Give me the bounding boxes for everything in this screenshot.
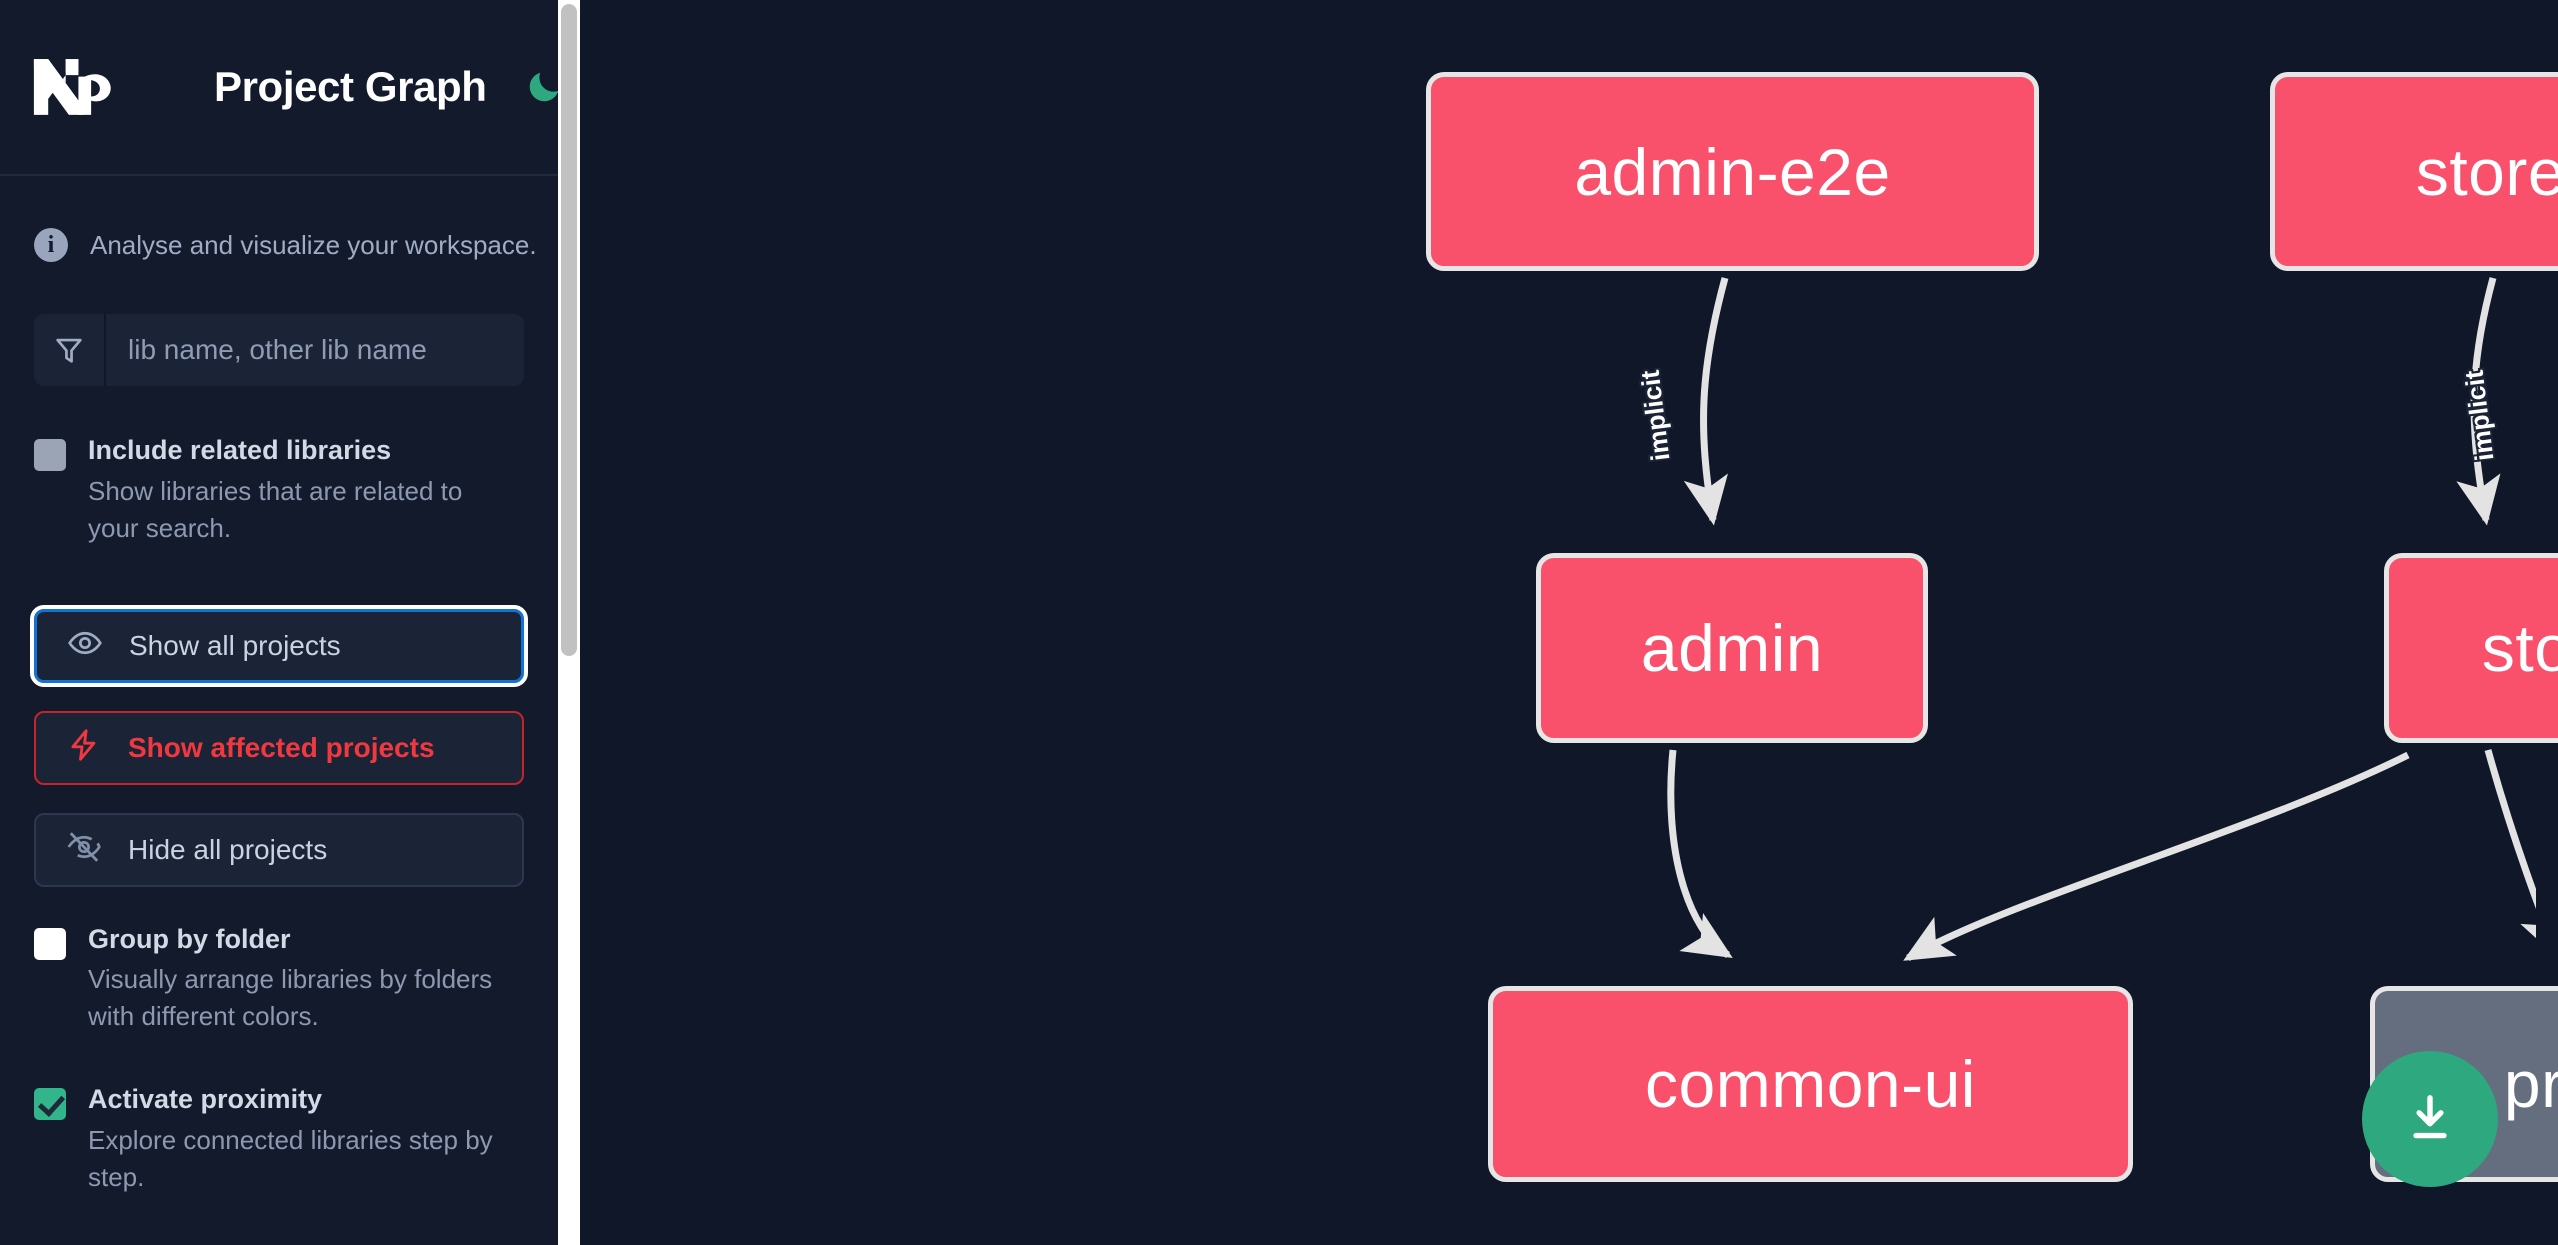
info-icon: i bbox=[34, 228, 68, 262]
checkbox-description: Show libraries that are related to your … bbox=[88, 475, 463, 543]
node-label: store bbox=[2481, 611, 2558, 685]
download-icon bbox=[2413, 1095, 2447, 1139]
node-label: store-e2e bbox=[2415, 134, 2558, 209]
graph-node-store-e2e[interactable]: store-e2e bbox=[2270, 72, 2558, 271]
graph-edges bbox=[1667, 277, 2536, 962]
graph-node-store[interactable]: store bbox=[2384, 553, 2558, 743]
sidebar-body: i Analyse and visualize your workspace. … bbox=[0, 228, 558, 1245]
sidebar-scrollbar-thumb[interactable] bbox=[561, 4, 577, 656]
info-text: Analyse and visualize your workspace. bbox=[90, 229, 537, 260]
checkbox-box[interactable] bbox=[34, 439, 66, 471]
eye-icon bbox=[67, 625, 103, 666]
node-label: admin-e2e bbox=[1574, 134, 1891, 209]
checkbox-label: Group by folder bbox=[88, 923, 291, 954]
sidebar: Project Graph i Analyse and visualize yo… bbox=[0, 0, 558, 1245]
nx-logo-icon bbox=[32, 56, 128, 118]
graph-canvas[interactable]: admin-e2e store-e2e admin store common-u… bbox=[558, 0, 2558, 1245]
graph-node-common-ui[interactable]: common-ui bbox=[1488, 986, 2133, 1182]
checkbox-description: Visually arrange libraries by folders wi… bbox=[88, 964, 493, 1032]
checkbox-activate-proximity[interactable]: Activate proximity Explore connected lib… bbox=[34, 1083, 524, 1196]
graph-node-admin[interactable]: admin bbox=[1536, 553, 1928, 743]
moon-icon[interactable] bbox=[525, 67, 558, 107]
checkbox-label: Activate proximity bbox=[88, 1084, 323, 1115]
filter-input-wrapper[interactable] bbox=[34, 314, 524, 386]
checkbox-box[interactable] bbox=[34, 1088, 66, 1121]
checkbox-description: Explore connected libraries step by step… bbox=[88, 1124, 493, 1192]
eye-off-icon bbox=[66, 829, 102, 870]
download-image-button[interactable] bbox=[2362, 1051, 2498, 1187]
checkbox-label: Include related libraries bbox=[88, 435, 392, 465]
show-all-projects-button[interactable]: Show all projects bbox=[30, 604, 528, 687]
button-label: Hide all projects bbox=[128, 833, 328, 865]
node-label: admin bbox=[1640, 611, 1824, 685]
sidebar-header: Project Graph bbox=[0, 0, 558, 176]
button-label: Show all projects bbox=[129, 629, 341, 661]
info-row: i Analyse and visualize your workspace. bbox=[34, 228, 537, 262]
search-input[interactable] bbox=[106, 314, 524, 386]
hide-all-projects-button[interactable]: Hide all projects bbox=[34, 812, 524, 887]
checkbox-group-by-folder[interactable]: Group by folder Visually arrange librari… bbox=[34, 923, 524, 1036]
checkbox-include-related-libraries[interactable]: Include related libraries Show libraries… bbox=[34, 434, 524, 547]
action-buttons: Show all projects Show affected projects bbox=[30, 604, 528, 887]
show-affected-projects-button[interactable]: Show affected projects bbox=[34, 710, 524, 785]
node-label: common-ui bbox=[1645, 1047, 1976, 1121]
graph-node-admin-e2e[interactable]: admin-e2e bbox=[1426, 72, 2039, 271]
filter-icon bbox=[34, 314, 106, 386]
node-label: products bbox=[2503, 1047, 2558, 1121]
page-title: Project Graph bbox=[214, 63, 487, 110]
sidebar-scrollbar[interactable] bbox=[558, 0, 580, 1245]
checkbox-box[interactable] bbox=[34, 927, 66, 960]
button-label: Show affected projects bbox=[128, 731, 435, 763]
bolt-icon bbox=[66, 727, 102, 768]
